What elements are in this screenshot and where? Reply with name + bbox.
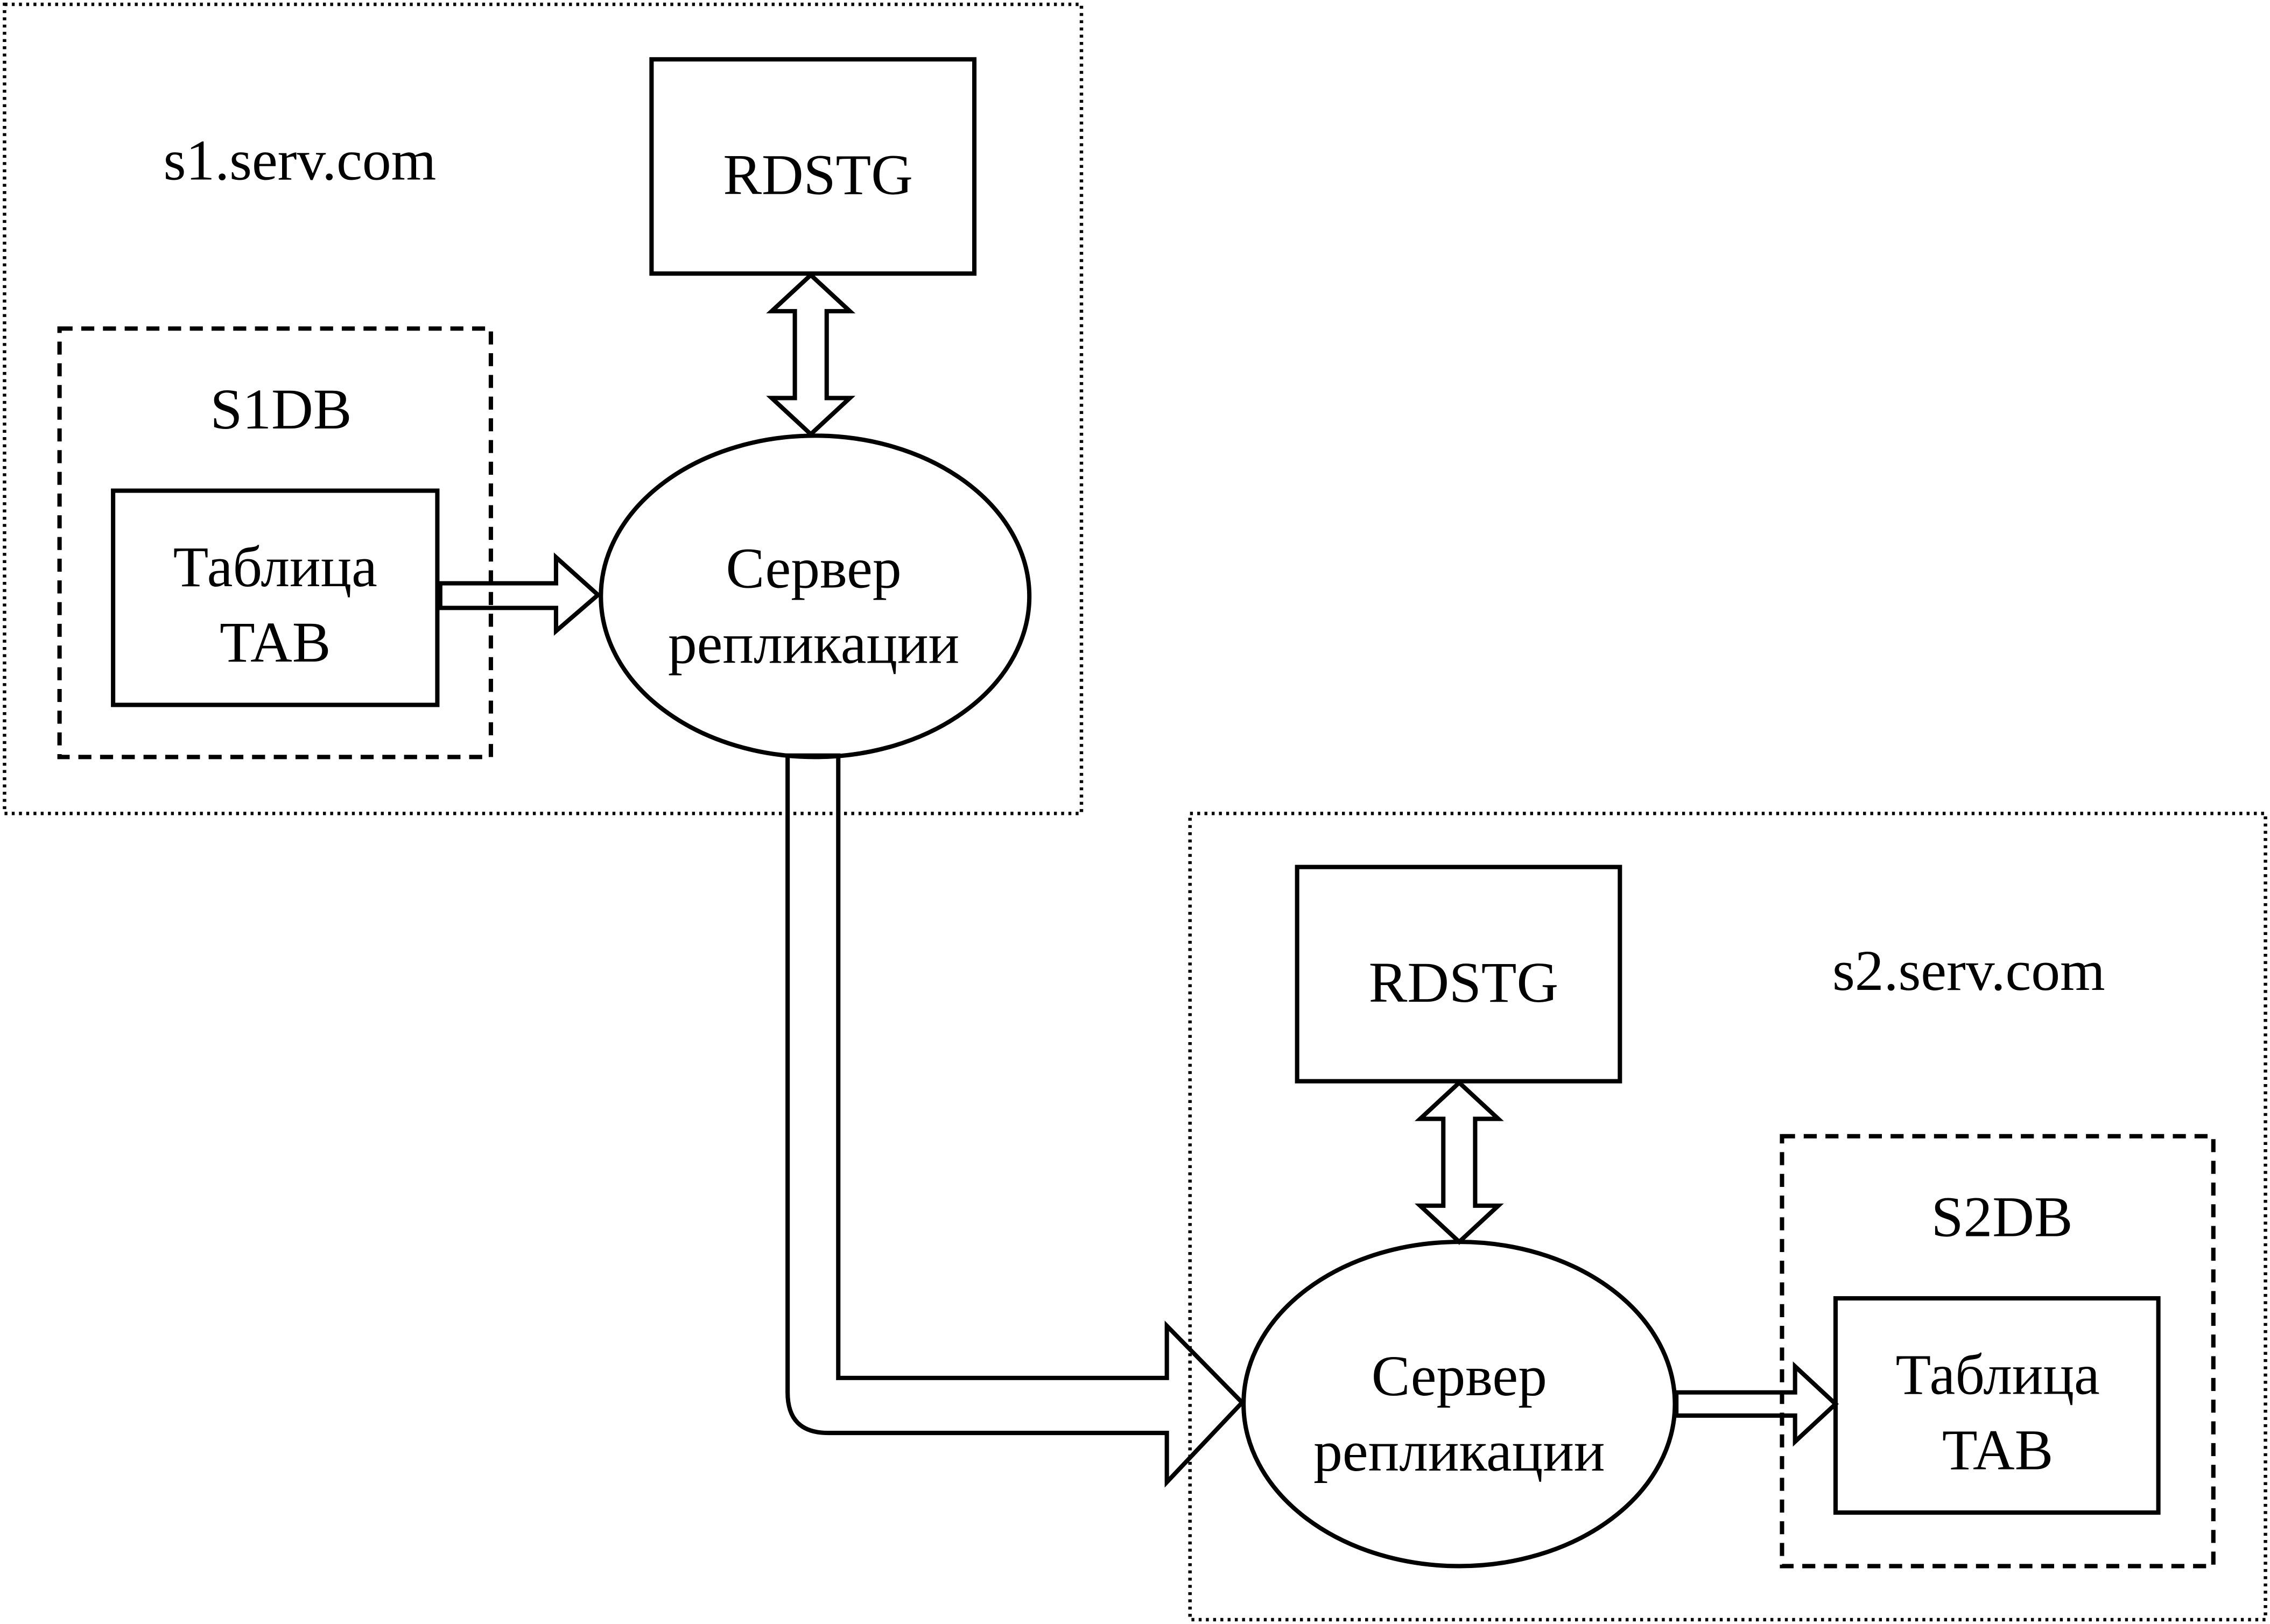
server1-table-label-line2: TAB [220, 610, 331, 674]
server1-host-label: s1.serv.com [164, 128, 437, 192]
server1-storage-label: RDSTG [723, 143, 913, 207]
replication-link-arrow [785, 753, 1246, 1488]
server2-database-boundary [1780, 1134, 2216, 1569]
server2-table-label-line1: Таблица [1895, 1342, 2099, 1407]
server1-storage-box [649, 57, 977, 276]
server2-replicator-label-line2: репликации [1313, 1419, 1605, 1484]
server2-table-label-line2: TAB [1942, 1418, 2053, 1482]
server2-host-label: s2.serv.com [1832, 939, 2105, 1003]
server1-replicator-label-line2: репликации [668, 612, 959, 676]
server1-storage-replicator-arrow [766, 272, 856, 438]
server2-replicator-label-line1: Сервер [1372, 1344, 1547, 1408]
server2-storage-label: RDSTG [1369, 951, 1559, 1015]
server1-database-boundary [57, 326, 493, 760]
server2-boundary [1188, 811, 2267, 1622]
server2-storage-replicator-arrow [1414, 1079, 1504, 1245]
server1-replicator-label-line1: Сервер [726, 537, 901, 601]
server1-replicator [599, 433, 1032, 760]
server1-table-label-line1: Таблица [173, 535, 377, 599]
server1-database-label: S1DB [210, 377, 352, 441]
server2-table-box [1833, 1296, 2161, 1515]
server1-boundary [3, 2, 1084, 815]
server2-replicator-to-table-arrow [1674, 1361, 1839, 1447]
server1-table-to-replicator-arrow [438, 552, 602, 636]
server1-table-box [111, 488, 440, 707]
server2-database-label: S2DB [1931, 1185, 2073, 1249]
